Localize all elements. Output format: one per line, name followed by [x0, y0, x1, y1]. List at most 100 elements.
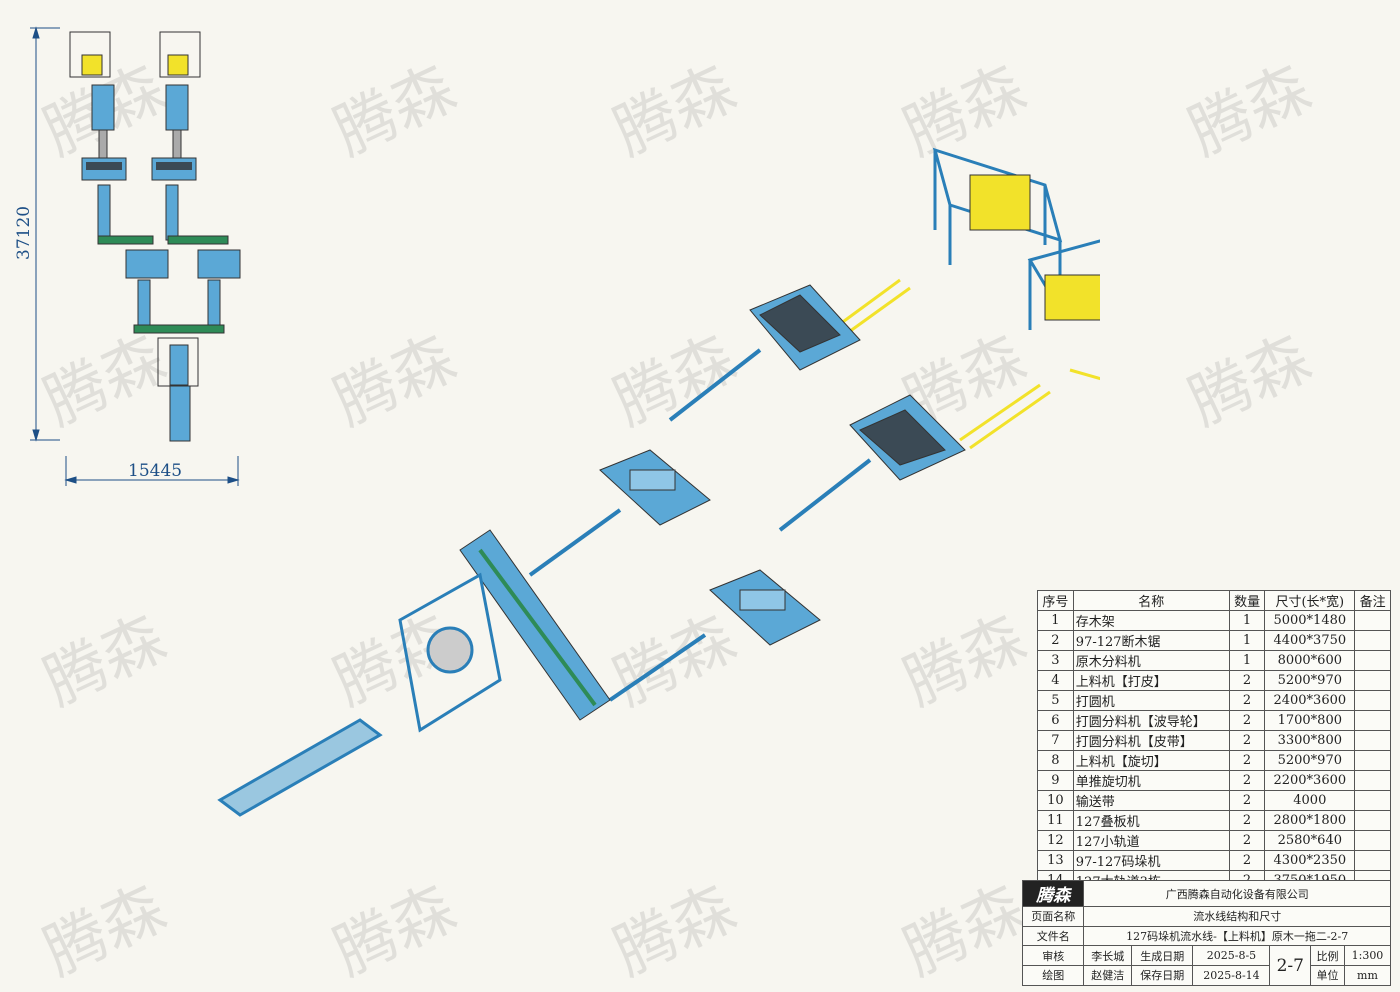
bom-cell: [1354, 750, 1391, 771]
bom-cell: [1354, 770, 1391, 791]
save-date: 2025-8-14: [1192, 965, 1271, 986]
plan-line-left: [69, 31, 154, 245]
reviewer: 李长城: [1083, 945, 1133, 967]
bom-cell: [1354, 630, 1391, 651]
upper-stacker-frame: [932, 147, 1063, 300]
bom-cell: [1354, 610, 1391, 631]
bom-cell: [1354, 670, 1391, 691]
scale-label: 比例: [1310, 945, 1345, 967]
bom-cell: 1700*800: [1264, 710, 1356, 731]
unit-label: 单位: [1310, 965, 1345, 986]
plan-view: [30, 26, 241, 486]
bom-cell: 2: [1228, 770, 1266, 791]
bom-cell: 13: [1037, 850, 1074, 871]
bom-cell: [1354, 690, 1391, 711]
bom-cell: 2200*3600: [1264, 770, 1356, 791]
bom-cell: 2: [1228, 690, 1266, 711]
bom-cell: 127叠板机: [1072, 810, 1230, 831]
gen-date-label: 生成日期: [1131, 945, 1194, 967]
bom-cell: 4: [1037, 670, 1074, 691]
bom-cell: 3: [1037, 650, 1074, 671]
draw-label: 绘图: [1021, 965, 1085, 986]
watermark-text: 腾森: [1177, 320, 1321, 440]
bom-header: 备注: [1354, 590, 1391, 611]
file-name-label: 文件名: [1021, 925, 1085, 947]
bom-cell: 1: [1037, 610, 1074, 631]
bom-cell: [1354, 830, 1391, 851]
bom-cell: 1: [1228, 630, 1266, 651]
rounding-machines: [599, 449, 821, 646]
bom-cell: 2: [1228, 710, 1266, 731]
watermark-text: 腾森: [32, 870, 176, 990]
bom-cell: 5000*1480: [1264, 610, 1356, 631]
bom-cell: 原木分料机: [1072, 650, 1230, 671]
bom-cell: 2: [1037, 630, 1074, 651]
bom-cell: 97-127断木锯: [1072, 630, 1230, 651]
bom-header-row: 序号 名称 数量 尺寸(长*宽) 备注: [1037, 590, 1391, 611]
bom-cell: 1: [1228, 650, 1266, 671]
bom-cell: [1354, 650, 1391, 671]
bom-cell: 4300*2350: [1264, 850, 1356, 871]
bom-cell: 打圆分料机【波导轮】: [1072, 710, 1230, 731]
page-name-label: 页面名称: [1021, 906, 1085, 927]
bom-cell: 7: [1037, 730, 1074, 751]
bom-cell: 10: [1037, 790, 1074, 811]
bom-cell: 4400*3750: [1264, 630, 1356, 651]
bom-cell: 2: [1228, 670, 1266, 691]
bom-cell: 5200*970: [1264, 670, 1356, 691]
bom-cell: 上料机【旋切】: [1072, 750, 1230, 771]
watermark-text: 腾森: [32, 600, 176, 720]
review-label: 审核: [1021, 945, 1085, 967]
log-storage-rack: [217, 572, 502, 817]
unit: mm: [1343, 965, 1392, 986]
company-name: 广西腾森自动化设备有限公司: [1083, 880, 1391, 907]
bom-cell: 1: [1228, 610, 1266, 631]
rotary-cutters: [749, 284, 966, 481]
watermark-text: 腾森: [892, 870, 1036, 990]
bom-cell: 2580*640: [1264, 830, 1356, 851]
drafter: 赵健洁: [1083, 965, 1133, 986]
bom-cell: [1354, 810, 1391, 831]
bom-cell: [1354, 850, 1391, 871]
watermark-text: 腾森: [322, 870, 466, 990]
bom-cell: 2: [1228, 850, 1266, 871]
bom-cell: 5: [1037, 690, 1074, 711]
bom-cell: 2: [1228, 830, 1266, 851]
plan-line-right: [125, 31, 241, 442]
height-dimension: 37120: [14, 205, 34, 260]
bom-cell: 存木架: [1072, 610, 1230, 631]
company-logo: 腾森: [1021, 880, 1085, 907]
feeder-conveyors: [528, 348, 872, 702]
bom-cell: 6: [1037, 710, 1074, 731]
bom-header: 尺寸(长*宽): [1264, 590, 1356, 611]
bom-cell: 5200*970: [1264, 750, 1356, 771]
bom-cell: 8000*600: [1264, 650, 1356, 671]
watermark-text: 腾森: [1177, 50, 1321, 170]
bom-cell: 4000: [1264, 790, 1356, 811]
bom-cell: 3300*800: [1264, 730, 1356, 751]
file-name: 127码垛机流水线-【上料机】原木一拖二-2-7: [1083, 925, 1391, 947]
bom-cell: 上料机【打皮】: [1072, 670, 1230, 691]
bom-cell: 单推旋切机: [1072, 770, 1230, 791]
gen-date: 2025-8-5: [1192, 945, 1271, 967]
bom-cell: 打圆分料机【皮带】: [1072, 730, 1230, 751]
bom-cell: 12: [1037, 830, 1074, 851]
dimension-lines: [30, 26, 240, 486]
page-name: 流水线结构和尺寸: [1083, 906, 1391, 927]
bom-cell: 输送带: [1072, 790, 1230, 811]
bom-cell: 9: [1037, 770, 1074, 791]
width-dimension: 15445: [128, 461, 183, 481]
bom-header: 名称: [1072, 590, 1230, 611]
